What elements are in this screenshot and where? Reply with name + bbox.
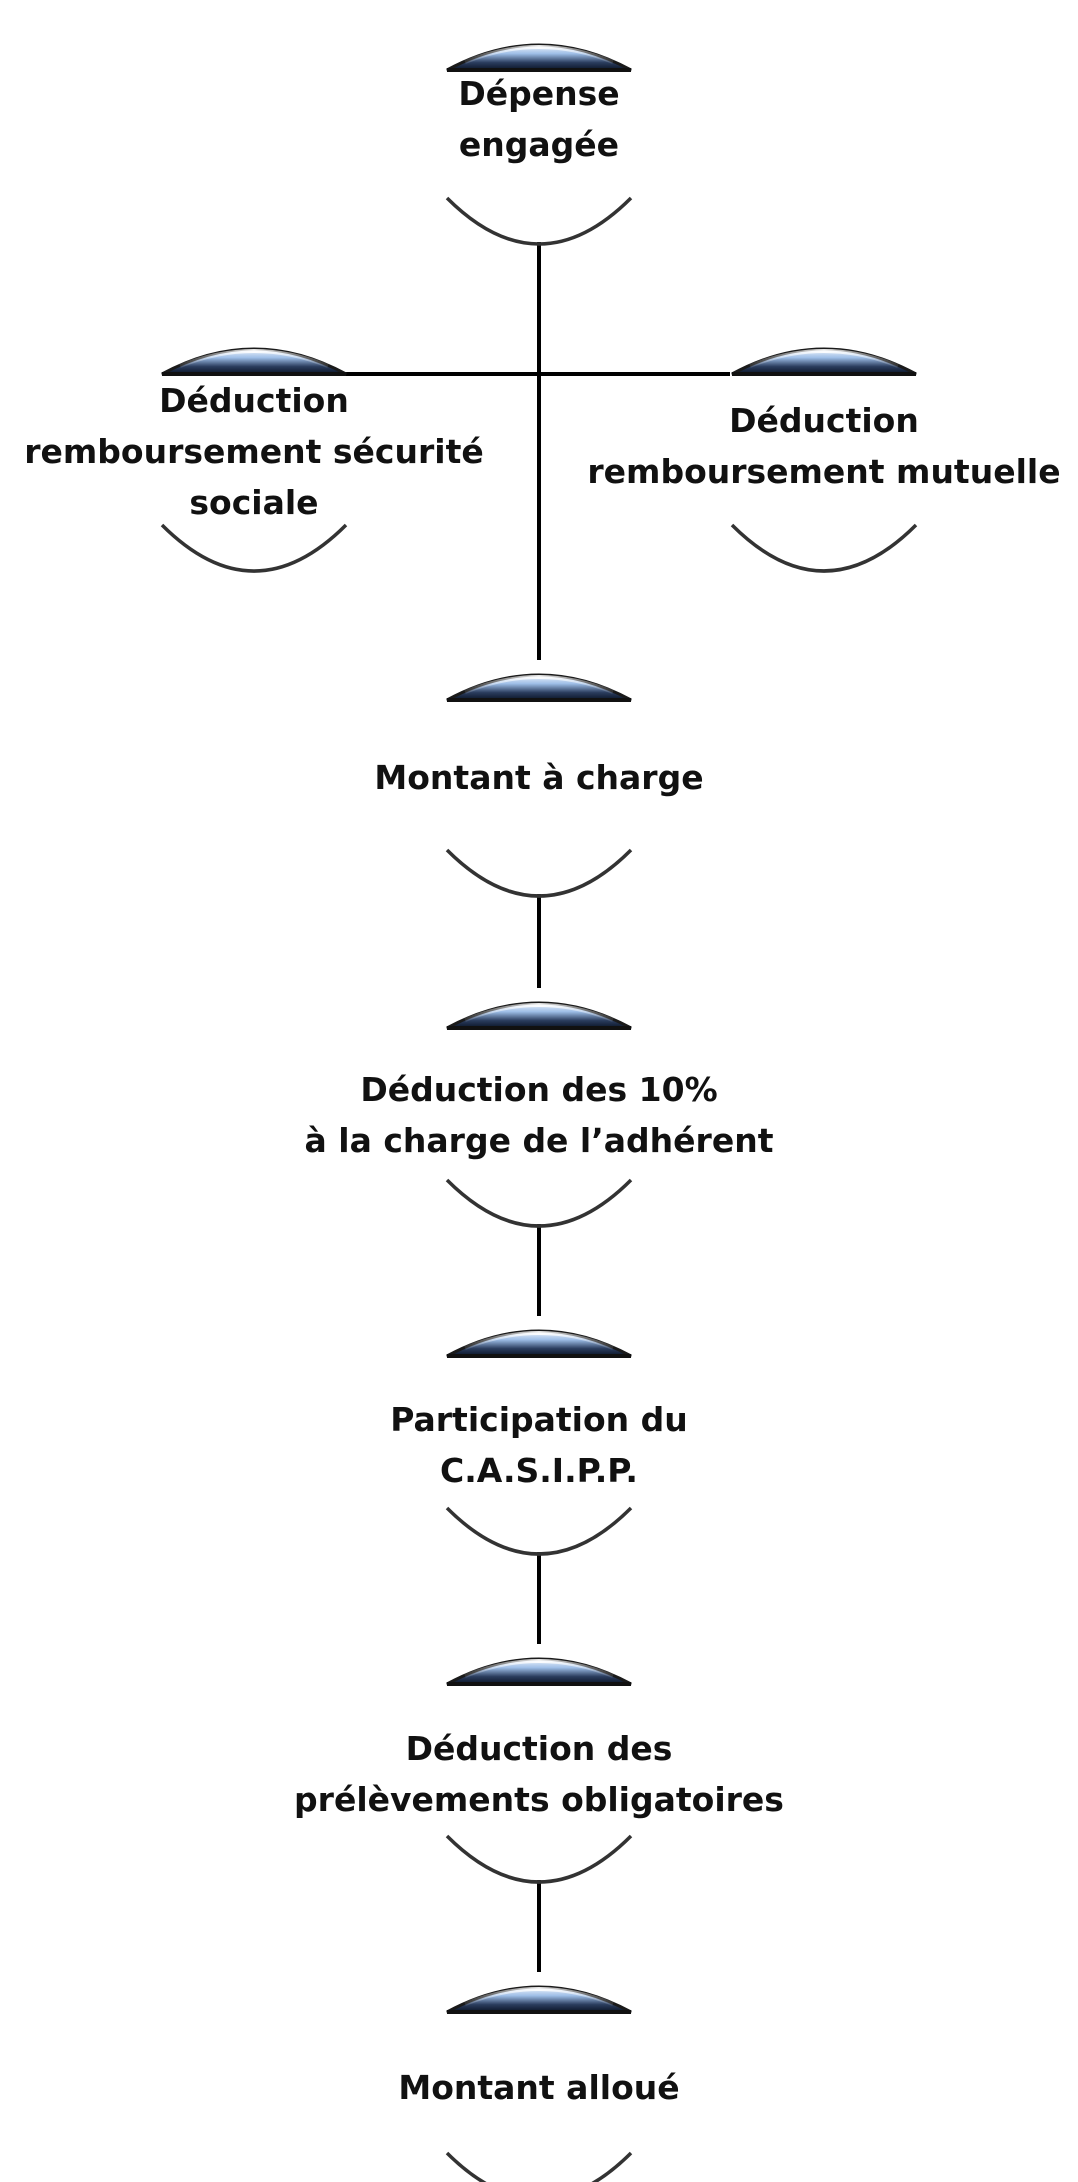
node-label-line: Déduction xyxy=(159,381,349,420)
node-label-line: Déduction des xyxy=(405,1729,673,1768)
node-cup-prelevements xyxy=(445,1834,633,1884)
node-label-line: Déduction xyxy=(729,401,919,440)
node-cup-mutuelle xyxy=(730,523,918,573)
node-label-depense: Dépense engagée xyxy=(458,68,619,170)
node-label-line: engagée xyxy=(458,125,620,164)
node-label-line: remboursement sécurité xyxy=(24,432,484,471)
node-label-line: Dépense xyxy=(458,74,620,113)
node-label-dix-pourcent: Déduction des 10% à la charge de l’adhére… xyxy=(305,1064,774,1166)
node-label-line: Déduction des 10% xyxy=(360,1070,718,1109)
node-label-montant-charge: Montant à charge xyxy=(374,752,703,803)
node-cup-casipp xyxy=(445,1506,633,1556)
node-label-line: sociale xyxy=(189,483,319,522)
node-label-line: prélèvements obligatoires xyxy=(294,1780,784,1819)
node-cap-casipp xyxy=(446,1329,632,1358)
node-cap-secu xyxy=(161,347,347,376)
node-label-line: C.A.S.I.P.P. xyxy=(440,1451,638,1490)
node-cup-secu xyxy=(160,523,348,573)
node-label-line: Participation du xyxy=(390,1400,688,1439)
node-label-line: Montant alloué xyxy=(398,2068,680,2107)
node-cup-montant-alloue xyxy=(445,2151,633,2182)
node-label-secu: Déduction remboursement sécurité sociale xyxy=(24,375,483,528)
node-cup-dix-pourcent xyxy=(445,1178,633,1228)
node-label-line: remboursement mutuelle xyxy=(587,452,1061,491)
node-cap-dix-pourcent xyxy=(446,1001,632,1030)
node-cup-depense xyxy=(445,196,633,246)
node-label-casipp: Participation du C.A.S.I.P.P. xyxy=(390,1394,688,1496)
node-label-line: Montant à charge xyxy=(374,758,704,797)
node-label-montant-alloue: Montant alloué xyxy=(398,2062,679,2113)
node-label-prelevements: Déduction des prélèvements obligatoires xyxy=(294,1723,784,1825)
node-cap-montant-alloue xyxy=(446,1985,632,2014)
node-cup-montant-charge xyxy=(445,848,633,898)
node-cap-mutuelle xyxy=(731,347,917,376)
node-label-mutuelle: Déduction remboursement mutuelle xyxy=(587,395,1060,497)
node-cap-montant-charge xyxy=(446,673,632,702)
node-label-line: à la charge de l’adhérent xyxy=(304,1121,774,1160)
node-cap-depense xyxy=(446,43,632,72)
node-cap-prelevements xyxy=(446,1657,632,1686)
